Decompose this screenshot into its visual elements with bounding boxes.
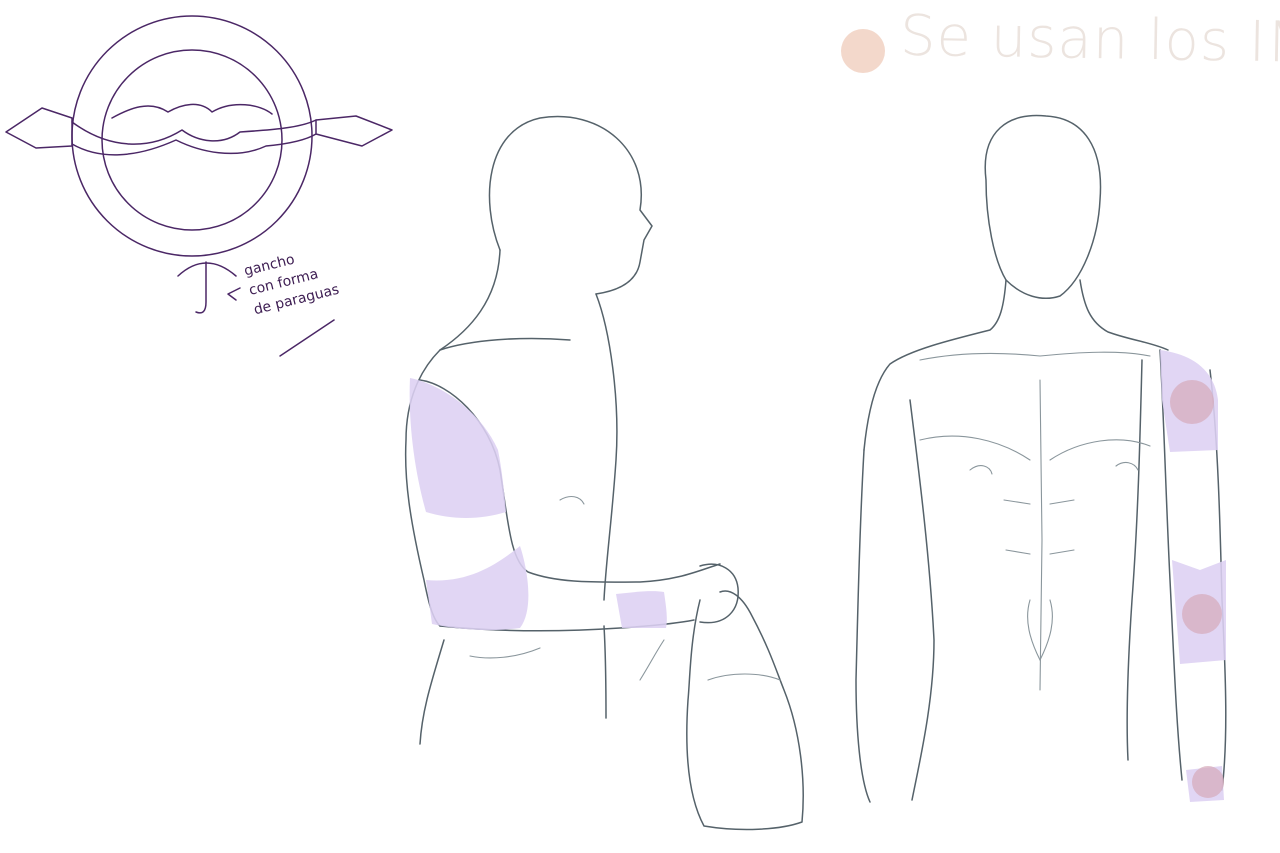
imu-legend-dot <box>841 29 885 73</box>
front-view-figure <box>855 114 1227 803</box>
side-view-figure <box>404 115 804 831</box>
imu-ring-device <box>5 15 393 357</box>
